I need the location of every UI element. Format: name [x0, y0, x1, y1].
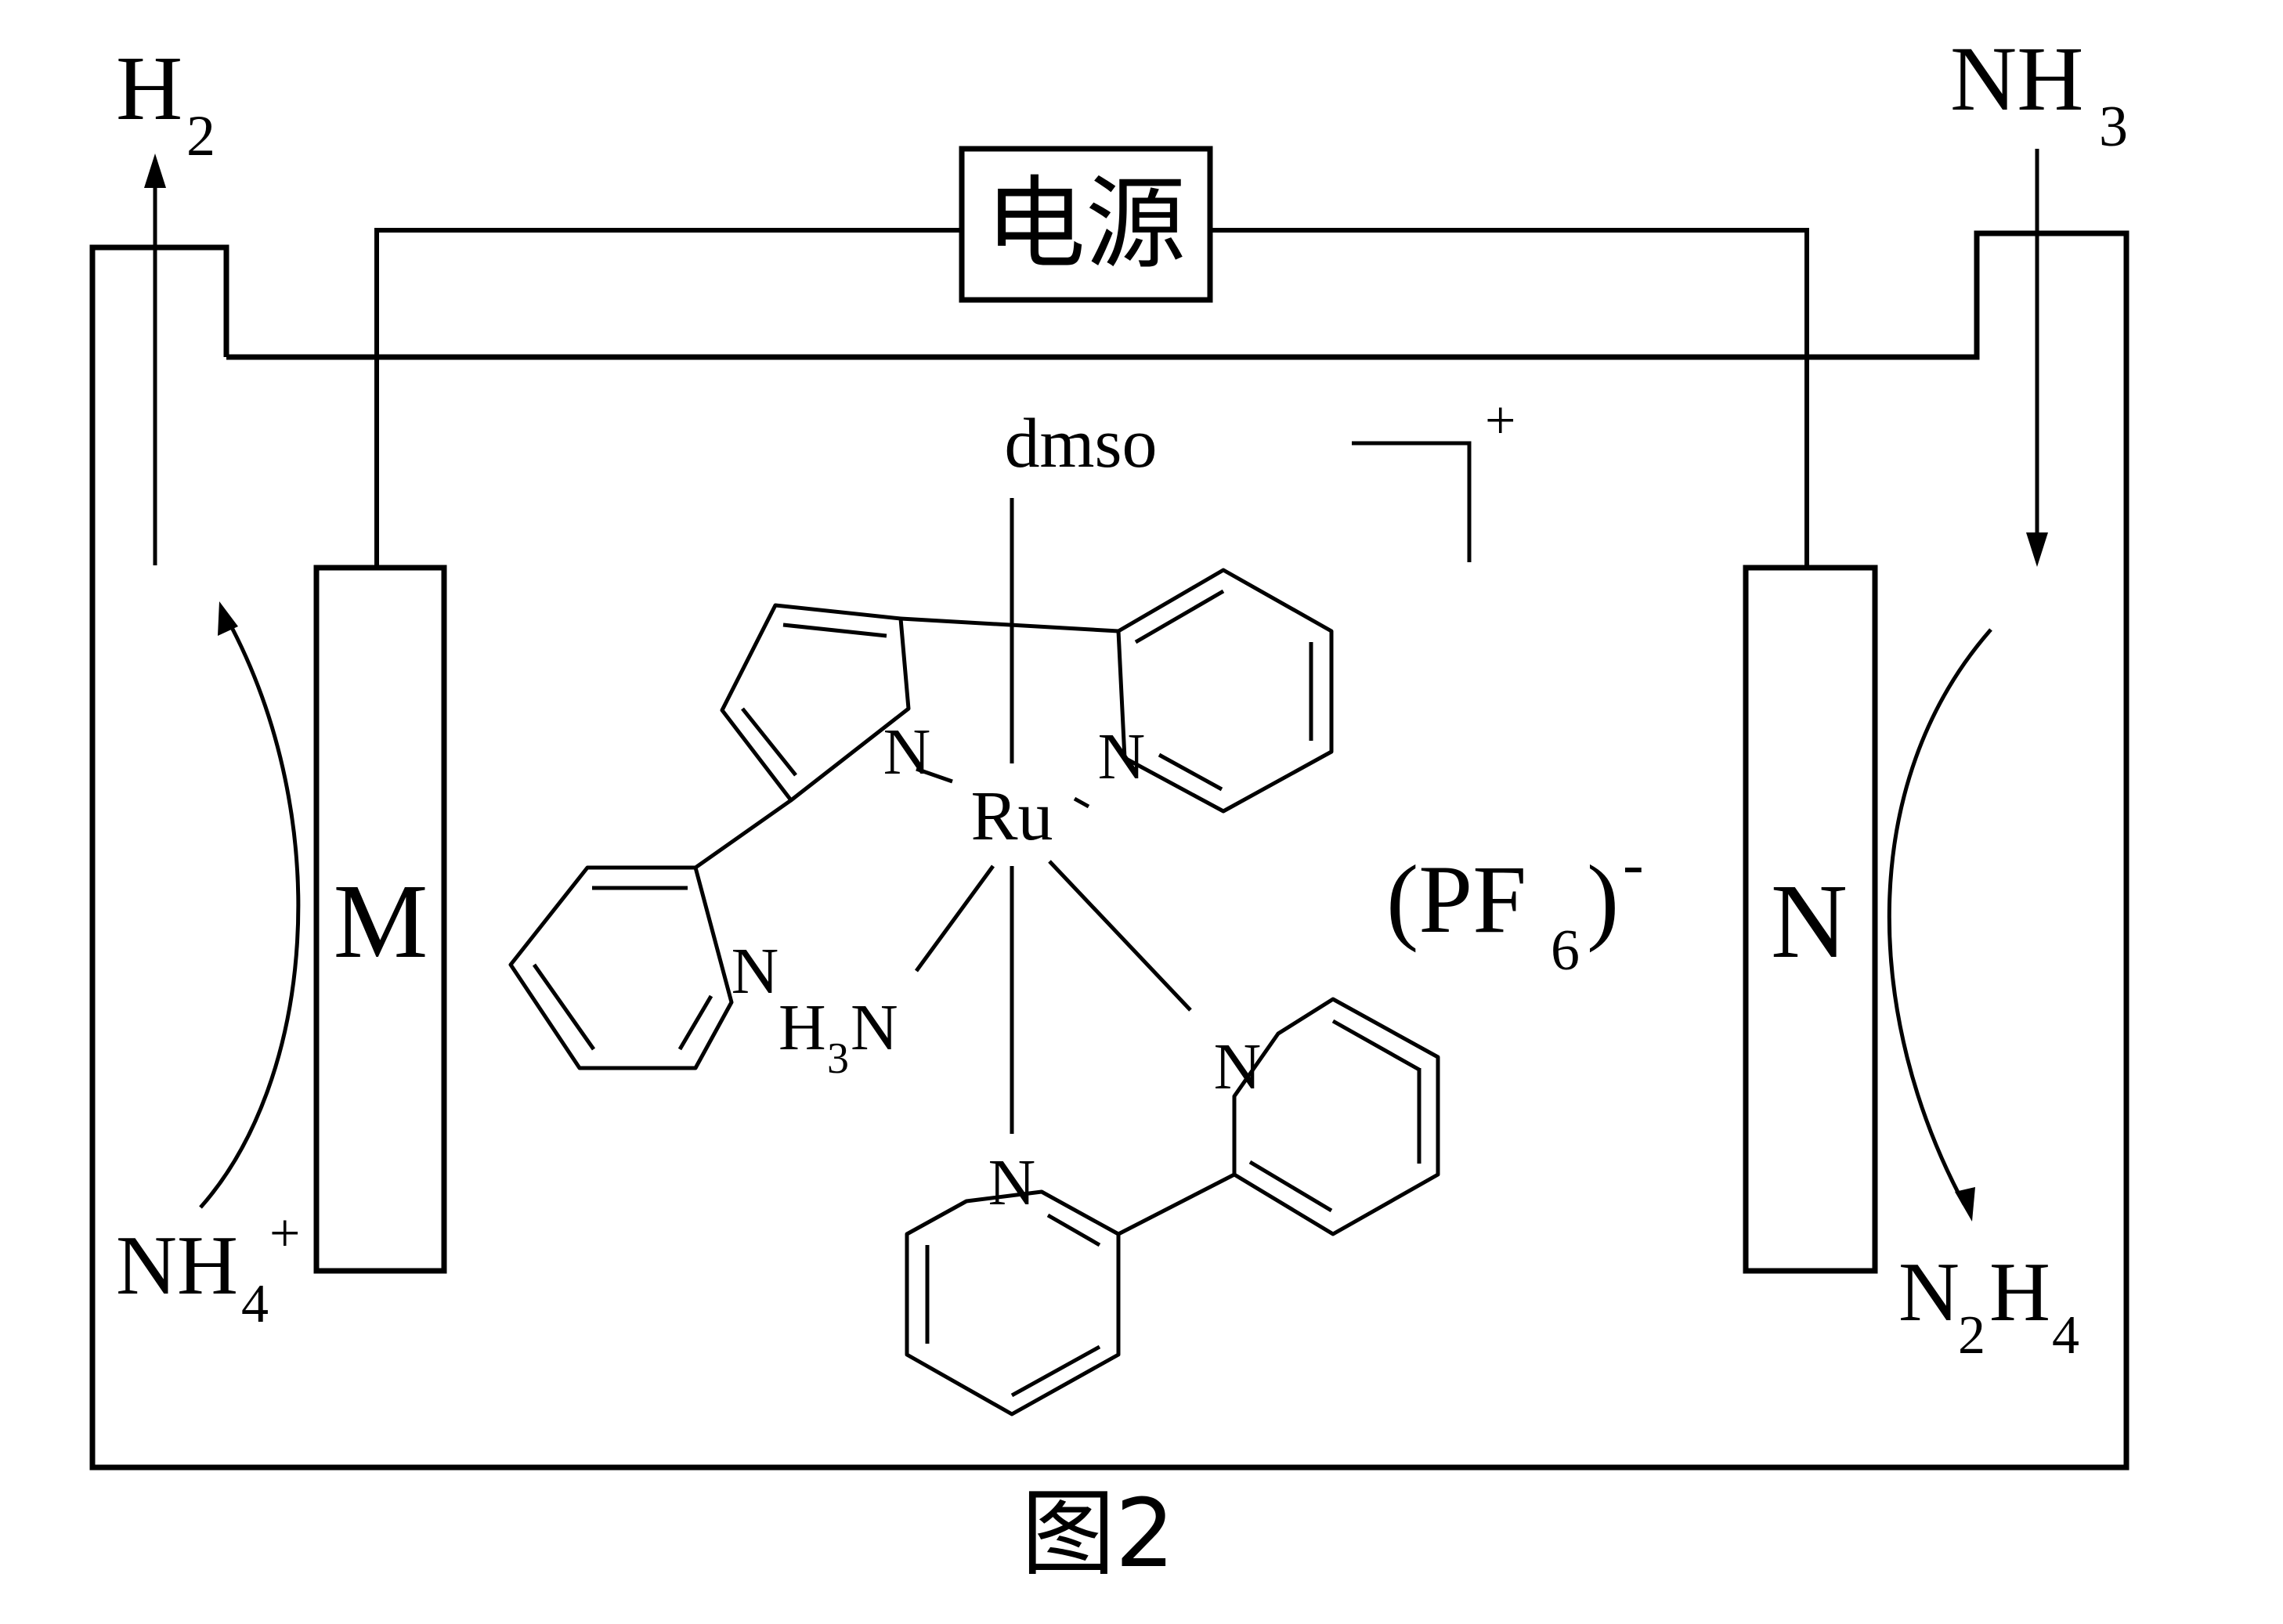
pyridine-left-double-2	[532, 963, 596, 1051]
bipy-lower-double-2	[1010, 1344, 1101, 1398]
bond-pyrrole-left-pyridine	[694, 798, 793, 870]
h2-arrowhead	[144, 153, 166, 188]
pyrrole-double-1	[782, 623, 887, 638]
n-bipy-a-label: N	[1214, 1030, 1262, 1103]
nh4-main: NH	[116, 1219, 238, 1312]
bipy-upper-double-3	[1248, 1160, 1333, 1213]
bond-ru-npyrrole	[916, 767, 953, 784]
ru-label: Ru	[970, 778, 1053, 855]
nh4-label: NH 4 +	[116, 1204, 300, 1334]
n-bipy-b-label: N	[988, 1146, 1036, 1219]
nh4-sup: +	[269, 1204, 300, 1264]
anion-close: )	[1587, 846, 1619, 953]
complex-bracket	[1352, 441, 1472, 562]
nh3-ligand-n: N	[851, 991, 898, 1064]
bond-bipy-link	[1117, 1172, 1236, 1236]
bipy-upper-double-1	[1331, 1019, 1421, 1072]
n2h4-h: H	[1989, 1246, 2050, 1339]
electrode-m	[313, 565, 447, 1274]
bond-ru-nbipy-right	[1048, 860, 1192, 1012]
power-source-label: 电源	[985, 166, 1186, 283]
pyridine-right-double-3	[1158, 752, 1223, 792]
n2h4-curve-arrow	[1887, 628, 1992, 1206]
pyridine-left-ring	[508, 865, 734, 1070]
pyridine-right-double-1	[1134, 589, 1225, 644]
complex-labels: dmso Ru N N N H 3 N N N	[731, 405, 1262, 1219]
complex-charge: +	[1485, 391, 1515, 451]
cell-tank	[89, 230, 2129, 1471]
nh3-sub: 3	[2099, 95, 2128, 159]
n-pyrrole-label: N	[883, 716, 931, 789]
n-pyridine-left-label: N	[731, 935, 779, 1008]
h2-sub: 2	[186, 104, 215, 168]
anion-sup: -	[1623, 830, 1644, 899]
dmso-label: dmso	[1004, 405, 1157, 482]
wire-left	[374, 228, 962, 568]
nh3-arrowhead	[2026, 532, 2048, 567]
n2h4-n-sub: 2	[1958, 1305, 1985, 1366]
bond-pyrrole-pyridine	[900, 616, 1119, 633]
bipy-lower-ring	[905, 1189, 1121, 1416]
pyrrole-ring	[720, 603, 911, 803]
nh4-sub: 4	[241, 1274, 269, 1334]
pyridine-left-double-3	[677, 994, 713, 1051]
n2h4-curve-arrowhead	[1955, 1187, 1975, 1222]
anion-label: (PF 6 ) -	[1386, 830, 1644, 983]
n-pyridine-right-label: N	[1098, 720, 1146, 793]
nh4-curve-arrow	[199, 617, 301, 1209]
power-source-box	[959, 146, 1213, 303]
electrode-m-label: M	[334, 863, 428, 980]
nh3-label: NH 3	[1950, 27, 2128, 159]
figure-caption: 图2	[1021, 1480, 1175, 1589]
nh3-main: NH	[1950, 27, 2083, 130]
electrode-n	[1743, 565, 1878, 1274]
h2-main: H	[116, 37, 182, 139]
electrode-n-label: N	[1771, 863, 1848, 980]
nh4-curve-arrowhead	[218, 601, 238, 636]
bipy-upper-ring	[1232, 997, 1440, 1236]
bipy-lower-double-1	[1046, 1213, 1101, 1247]
n2h4-h-sub: 4	[2052, 1305, 2079, 1366]
nh3-ligand-sub: 3	[827, 1034, 849, 1083]
nh3-ligand-label: H 3 N	[778, 991, 898, 1083]
bond-ru-nh3	[914, 864, 995, 973]
anion-open: (PF	[1386, 846, 1526, 953]
wire-right	[1210, 228, 1809, 568]
pyridine-right-ring	[1116, 568, 1334, 814]
nh3-ligand-h: H	[778, 991, 826, 1064]
anion-sub: 6	[1551, 918, 1580, 983]
ru-complex	[508, 498, 1440, 1416]
n2h4-label: N 2 H 4	[1898, 1246, 2079, 1366]
n2h4-n: N	[1898, 1246, 1960, 1339]
pyrrole-double-2	[741, 707, 797, 777]
bond-ru-npyr-right	[1073, 796, 1090, 809]
h2-label: H 2	[116, 37, 215, 168]
